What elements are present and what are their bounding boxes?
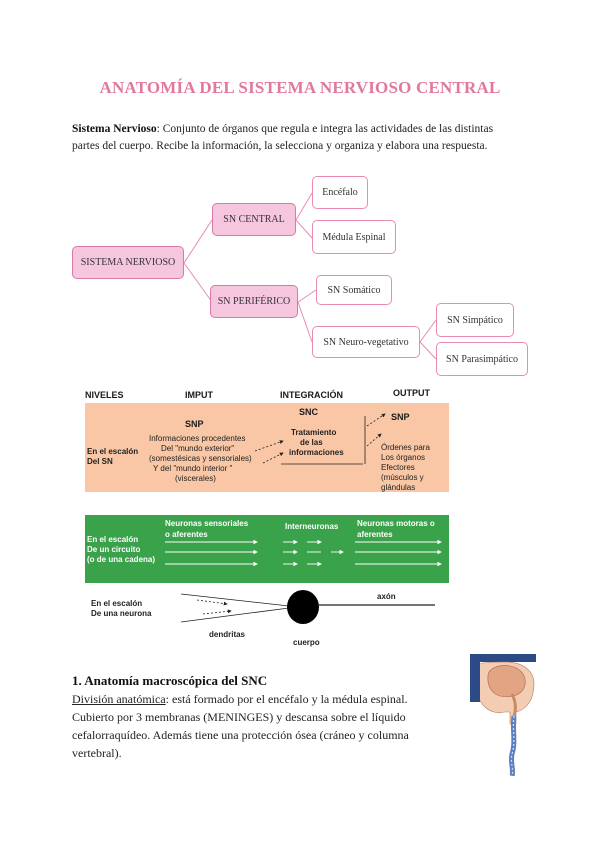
info-line-4: Y del "mundo interior " xyxy=(153,464,233,473)
neuron-level-label-1: En el escalón xyxy=(91,599,143,608)
dendrite-line-2 xyxy=(180,607,290,623)
section-heading: 1. Anatomía macroscópica del SNC xyxy=(72,673,268,688)
node-parasimpatico: SN Parasimpático xyxy=(436,342,528,376)
snc-label: SNC xyxy=(299,407,319,417)
dendrite-arrow-1 xyxy=(196,599,228,606)
node-root: SISTEMA NERVIOSO xyxy=(72,246,184,279)
connector-central-medula xyxy=(295,219,313,239)
trat-line-2: de las xyxy=(300,438,323,447)
circuit-label-3: (o de una cadena) xyxy=(87,555,156,564)
info-line-3: (somestésicas y sensoriales) xyxy=(149,454,252,463)
info-line-1: Informaciones procedentes xyxy=(149,434,246,443)
out-line-1: Órdenes para xyxy=(381,443,430,452)
section-paragraph: División anatómica: está formado por el … xyxy=(72,690,450,762)
node-simpatico: SN Simpático xyxy=(436,303,514,337)
connector-root-central xyxy=(183,219,213,264)
sn-level-label-1: En el escalón xyxy=(87,447,139,456)
sn-level-label-2: Del SN xyxy=(87,457,113,466)
info-line-5: (viscerales) xyxy=(175,474,216,483)
node-neurovegetativo: SN Neuro-vegetativo xyxy=(312,326,420,358)
trat-line-3: informaciones xyxy=(289,448,344,457)
node-central: SN CENTRAL xyxy=(212,203,296,236)
header-imput: IMPUT xyxy=(185,390,213,400)
out-line-3: Efectores xyxy=(381,463,415,472)
circuit-level-panel xyxy=(85,515,449,583)
header-integracion: INTEGRACIÓN xyxy=(280,390,343,400)
axon-label: axón xyxy=(377,592,396,601)
node-periferico: SN PERIFÉRICO xyxy=(210,285,298,318)
connector-neuro-parasimpatico xyxy=(419,341,437,360)
illustration-left-band xyxy=(470,662,480,702)
intro-text: : Conjunto de órganos que regula e integ… xyxy=(72,123,494,152)
dendrite-line-1 xyxy=(180,593,290,607)
section-text: : está formado por el encéfalo y la médu… xyxy=(72,692,409,760)
body-label: cuerpo xyxy=(293,638,320,647)
brain-spine-illustration xyxy=(470,654,536,776)
dendrites-label: dendritas xyxy=(209,630,246,639)
snp-input-label: SNP xyxy=(185,419,204,429)
document-title: ANATOMÍA DEL SISTEMA NERVIOSO CENTRAL xyxy=(99,78,501,97)
circuit-label-2: De un circuito xyxy=(87,545,141,554)
section-label: División anatómica xyxy=(72,692,166,706)
connector-central-encefalo xyxy=(295,192,313,221)
intro-paragraph: Sistema Nervioso: Conjunto de órganos qu… xyxy=(72,121,520,155)
illustration-top-band xyxy=(470,654,536,662)
header-niveles: NIVELES xyxy=(85,390,124,400)
snp-output-label: SNP xyxy=(391,412,410,422)
connector-root-periferico xyxy=(183,262,213,303)
connector-periferico-somatico xyxy=(297,289,317,303)
header-output: OUTPUT xyxy=(393,388,430,398)
sensory-label-2: o aferentes xyxy=(165,530,208,539)
motor-label-1: Neuronas motoras o xyxy=(357,519,435,528)
connector-neuro-simpatico xyxy=(419,319,437,343)
brain-shape xyxy=(487,665,526,698)
interneurons-label: Interneuronas xyxy=(285,522,339,531)
connector-periferico-neurovegetativo xyxy=(297,301,313,343)
motor-label-2: aferentes xyxy=(357,530,393,539)
nervous-system-mindmap: SISTEMA NERVIOSO SN CENTRAL Encéfalo Méd… xyxy=(0,160,600,382)
circuit-label-1: En el escalón xyxy=(87,535,139,544)
node-medula: Médula Espinal xyxy=(312,220,396,254)
neuron-level-label-2: De una neurona xyxy=(91,609,152,618)
trat-line-1: Tratamiento xyxy=(291,428,337,437)
info-line-2: Del "mundo exterior" xyxy=(161,444,235,453)
node-somatico: SN Somático xyxy=(316,275,392,305)
out-line-2: Los órganos xyxy=(381,453,426,462)
nervous-levels-diagram: NIVELES IMPUT INTEGRACIÓN OUTPUT En el e… xyxy=(85,386,465,648)
out-line-5: glándulas xyxy=(381,483,416,492)
dendrite-arrow-2 xyxy=(202,609,232,615)
brainstem xyxy=(510,693,517,717)
sensory-label-1: Neuronas sensoriales xyxy=(165,519,249,528)
out-line-4: (músculos y xyxy=(381,473,424,482)
neuron-body xyxy=(287,590,319,624)
spine-column xyxy=(508,715,517,776)
node-encefalo: Encéfalo xyxy=(312,176,368,209)
intro-term: Sistema Nervioso xyxy=(72,123,157,135)
mindmap-connectors xyxy=(183,192,437,360)
